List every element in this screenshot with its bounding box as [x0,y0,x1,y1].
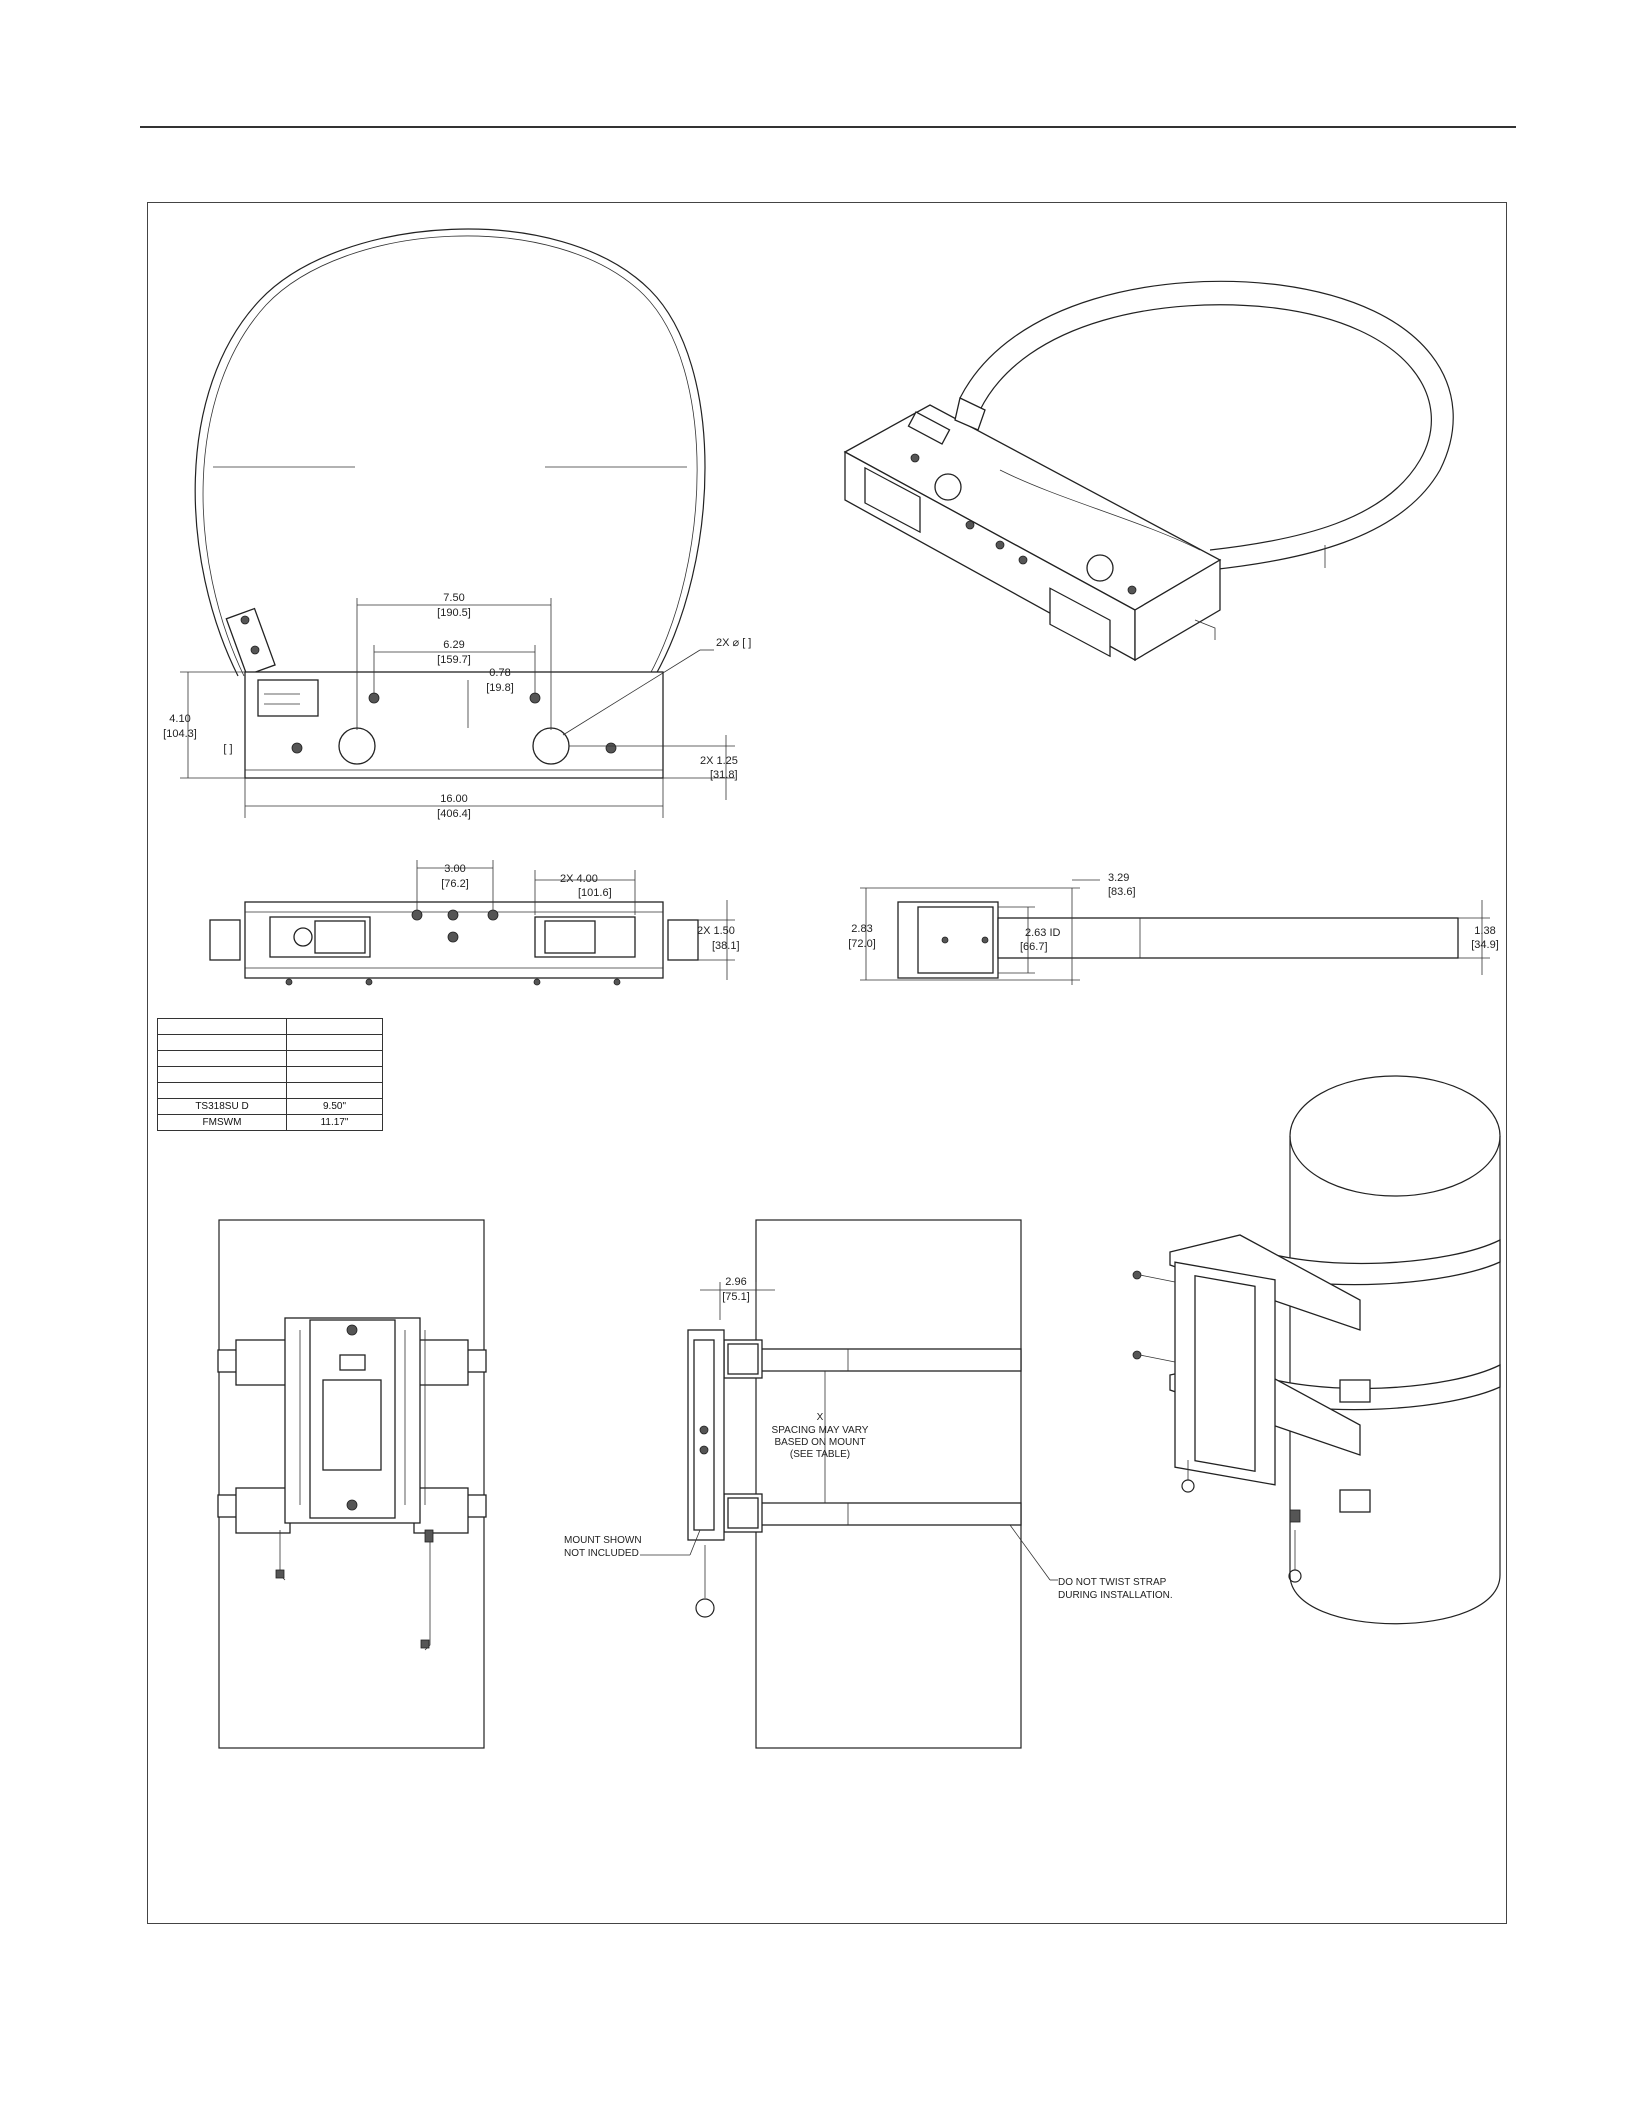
dim-125-mm: [31.8] [710,769,738,781]
table-row [157,1082,383,1099]
mount-note-1: MOUNT SHOWN [564,1535,642,1546]
dim-078-mm: [19.8] [486,682,514,694]
dim-125: 2X 1.25 [700,755,738,767]
dim-400-mm: [101.6] [578,887,612,899]
table-row [157,1034,383,1051]
table-row [157,1050,383,1067]
dim-296-mm: [75.1] [722,1291,750,1303]
dim-150: 2X 1.50 [697,925,735,937]
top-view: 3.00 [76.2] 2X 4.00 [101.6] 2X 1.50 [38.… [209,860,740,986]
header-rule [140,126,1516,128]
dim-1600: 16.00 [440,793,468,805]
dim-1600-mm: [406.4] [437,808,471,820]
dim-138-mm: [34.9] [1471,939,1499,951]
dim-left-bracket: [ ] [223,743,232,755]
table-row [157,1066,383,1083]
dim-296: 2.96 [725,1276,746,1288]
dim-750-mm: [190.5] [437,607,471,619]
dim-400: 2X 4.00 [560,873,598,885]
dim-410: 4.10 [169,713,190,725]
pole-front-view [217,1219,487,1749]
twist-note-1: DO NOT TWIST STRAP [1058,1577,1167,1588]
dim-078: 0.78 [489,667,510,679]
pole-isometric-view [1132,1075,1501,1625]
dim-hole-callout: 2X ⌀ [ ] [716,637,751,649]
isometric-view [843,280,1454,662]
dim-329-mm: [83.6] [1108,886,1136,898]
dim-629-mm: [159.7] [437,654,471,666]
dim-283-mm: [72.0] [848,938,876,950]
dim-263: 2.63 ID [1025,927,1061,939]
dim-410-mm: [104.3] [163,728,197,740]
twist-note-2: DURING INSTALLATION. [1058,1590,1173,1601]
dim-283: 2.83 [851,923,872,935]
dim-329: 3.29 [1108,872,1129,884]
front-view: 7.50 [190.5] 6.29 [159.7] 0.78 [19.8] 2X… [163,228,751,820]
dim-300-mm: [76.2] [441,878,469,890]
spacing-note-2: BASED ON MOUNT [774,1437,865,1448]
dim-629: 6.29 [443,639,464,651]
dim-150-mm: [38.1] [712,940,740,952]
spacing-note-1: SPACING MAY VARY [772,1425,869,1436]
dim-263-mm: [66.7] [1020,941,1048,953]
pole-side-view: 2.96 [75.1] X SPACING MAY VARY BASED ON … [564,1219,1173,1749]
dim-138: 1.38 [1474,925,1495,937]
dim-300: 3.00 [444,863,465,875]
spacing-note-3: (SEE TABLE) [790,1449,850,1460]
side-view: 2.83 [72.0] 2.63 ID [66.7] 3.29 [83.6] 1… [848,872,1499,985]
table-row [157,1018,383,1035]
spacing-x: X [817,1412,824,1423]
dim-750: 7.50 [443,592,464,604]
mount-note-2: NOT INCLUDED [564,1548,639,1559]
drawing-frame [147,202,1507,1924]
